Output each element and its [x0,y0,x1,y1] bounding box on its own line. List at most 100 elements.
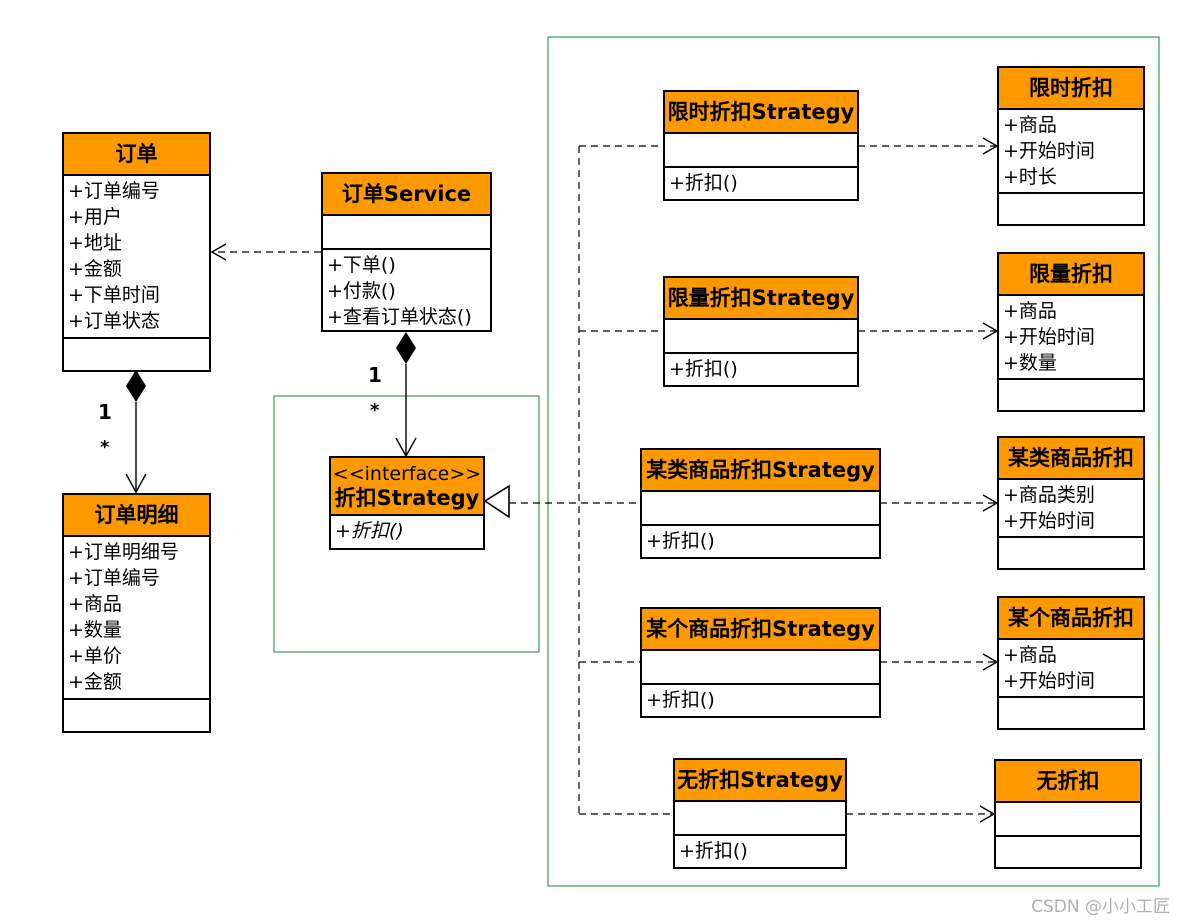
class-title: 订单明细 [64,495,209,537]
attribute: +开始时间 [1003,140,1095,162]
class-attributes: +订单明细号 +订单编号 +商品 +数量 +单价 +金额 [64,537,209,700]
limited-qty-strategy-class[interactable]: 限量折扣Strategy +折扣() [663,276,859,387]
multiplicity-many: * [100,437,110,458]
order-service-class[interactable]: 订单Service +下单() +付款() +查看订单状态() [321,172,492,332]
class-methods: +折扣() [331,516,483,546]
multiplicity-one: 1 [98,400,112,424]
strategy-implementations-frame [547,36,1160,887]
order-class[interactable]: 订单 +订单编号 +用户 +地址 +金额 +下单时间 +订单状态 [62,132,211,372]
class-methods [996,837,1140,841]
method: +下单() [327,254,396,276]
limited-qty-discount-class[interactable]: 限量折扣 +商品 +开始时间 +数量 [997,252,1145,412]
composition-diamond-service [396,332,416,364]
attribute: +开始时间 [1003,670,1095,692]
attribute: +用户 [68,206,122,228]
multiplicity-one: 1 [368,363,382,387]
method: +折扣() [646,530,715,552]
class-title: 无折扣Strategy [675,760,845,802]
class-attributes: +商品类别 +开始时间 [999,480,1143,538]
category-strategy-class[interactable]: 某类商品折扣Strategy +折扣() [640,448,881,559]
limited-time-strategy-class[interactable]: 限时折扣Strategy +折扣() [663,90,859,201]
class-methods [64,339,209,343]
attribute: +商品 [1003,644,1057,666]
attribute: +时长 [1003,166,1057,188]
class-attributes [665,320,857,354]
watermark: CSDN @小小工匠 [1031,897,1170,917]
class-methods [999,380,1143,384]
class-attributes [642,492,879,526]
class-methods: +下单() +付款() +查看订单状态() [323,250,490,332]
attribute: +订单编号 [68,567,160,589]
method: +折扣() [669,172,738,194]
realization-triangle [483,484,510,519]
attribute: +商品 [68,593,122,615]
attribute: +商品 [1003,300,1057,322]
method: +折扣() [679,840,748,862]
single-item-strategy-class[interactable]: 某个商品折扣Strategy +折扣() [640,607,881,718]
composition-diamond-order [126,370,146,402]
class-title: 限时折扣Strategy [665,92,857,134]
class-methods: +折扣() [642,526,879,556]
class-attributes [323,216,490,250]
class-title: 某类商品折扣 [999,438,1143,480]
attribute: +开始时间 [1003,510,1095,532]
class-methods: +折扣() [665,354,857,384]
single-item-discount-class[interactable]: 某个商品折扣 +商品 +开始时间 [997,596,1145,730]
method: +折扣() [669,358,738,380]
attribute: +单价 [68,645,122,667]
method: +查看订单状态() [327,306,472,328]
class-methods: +折扣() [675,836,845,866]
class-title: 某个商品折扣 [999,598,1143,640]
class-attributes [996,803,1140,837]
class-title: 订单 [64,134,209,176]
method: +折扣() [646,689,715,711]
dependency-arrowhead [210,243,227,261]
class-methods: +折扣() [665,168,857,198]
attribute: +下单时间 [68,284,160,306]
class-attributes: +商品 +开始时间 +时长 [999,110,1143,194]
class-attributes [642,651,879,685]
method: +折扣() [335,520,404,542]
interface-name: 折扣Strategy [334,486,480,510]
no-discount-class[interactable]: 无折扣 [994,759,1142,869]
attribute: +地址 [68,232,122,254]
attribute: +商品 [1003,114,1057,136]
class-title: 限时折扣 [999,68,1143,110]
class-title: <<interface>> 折扣Strategy [331,458,483,516]
composition-arrowhead [125,473,147,494]
class-methods [64,700,209,704]
class-methods [999,698,1143,702]
attribute: +金额 [68,671,122,693]
class-attributes: +商品 +开始时间 [999,640,1143,698]
discount-strategy-interface[interactable]: <<interface>> 折扣Strategy +折扣() [329,456,485,550]
multiplicity-many: * [370,400,380,421]
class-methods [999,538,1143,542]
class-title: 订单Service [323,174,490,216]
attribute: +金额 [68,258,122,280]
attribute: +订单编号 [68,180,160,202]
limited-time-discount-class[interactable]: 限时折扣 +商品 +开始时间 +时长 [997,66,1145,226]
attribute: +订单状态 [68,310,160,332]
attribute: +数量 [68,619,122,641]
attribute: +数量 [1003,352,1057,374]
class-title: 无折扣 [996,761,1140,803]
attribute: +开始时间 [1003,326,1095,348]
class-attributes: +商品 +开始时间 +数量 [999,296,1143,380]
class-attributes [665,134,857,168]
category-discount-class[interactable]: 某类商品折扣 +商品类别 +开始时间 [997,436,1145,570]
class-title: 某个商品折扣Strategy [642,609,879,651]
class-title: 限量折扣Strategy [665,278,857,320]
class-title: 某类商品折扣Strategy [642,450,879,492]
class-attributes [675,802,845,836]
class-methods: +折扣() [642,685,879,715]
class-attributes: +订单编号 +用户 +地址 +金额 +下单时间 +订单状态 [64,176,209,339]
method: +付款() [327,280,396,302]
class-methods [999,194,1143,198]
class-title: 限量折扣 [999,254,1143,296]
attribute: +订单明细号 [68,541,179,563]
order-detail-class[interactable]: 订单明细 +订单明细号 +订单编号 +商品 +数量 +单价 +金额 [62,493,211,733]
stereotype-label: <<interface>> [332,463,482,485]
no-discount-strategy-class[interactable]: 无折扣Strategy +折扣() [673,758,847,869]
attribute: +商品类别 [1003,484,1095,506]
